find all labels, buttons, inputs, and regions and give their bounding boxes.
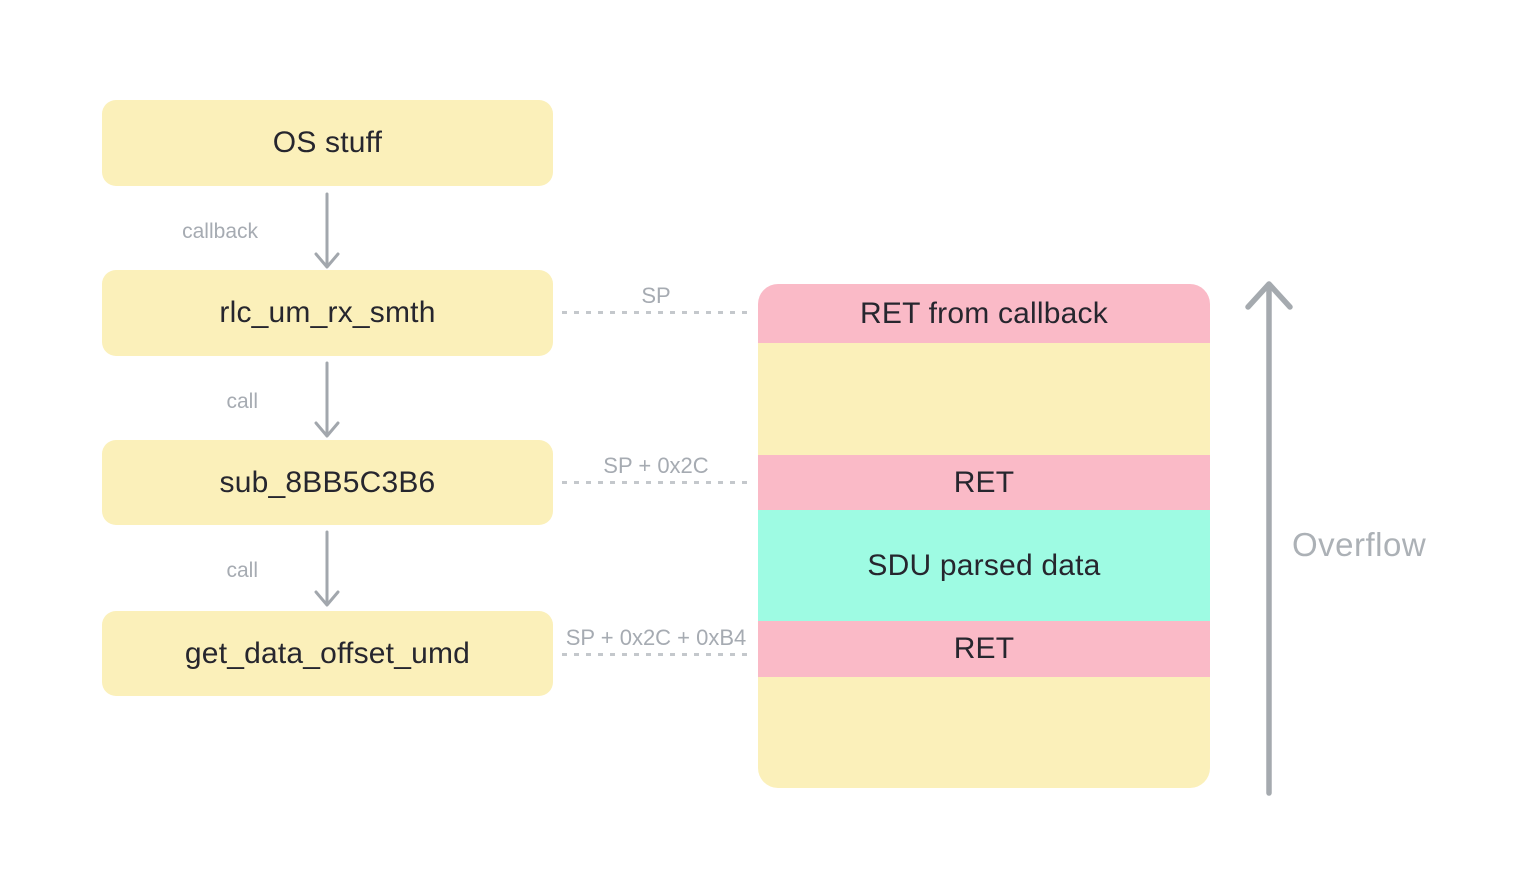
- stack-row-ret-from-callback: RET from callback: [758, 284, 1210, 343]
- stack-row-frame: [758, 677, 1210, 788]
- flow-box-get-data-offset-umd: get_data_offset_umd: [102, 611, 553, 696]
- flow-box-label: get_data_offset_umd: [184, 636, 471, 670]
- edge-label-callback: callback: [182, 220, 258, 243]
- edge-label-call-1: call: [226, 390, 258, 413]
- edge-label-call-2: call: [226, 559, 258, 582]
- sp-marker-label: SP: [641, 283, 671, 308]
- flow-box-rlc-um-rx-smth: rlc_um_rx_smth: [102, 270, 553, 356]
- stack-row-frame: [758, 343, 1210, 455]
- sp-marker-label: SP + 0x2C: [603, 453, 709, 478]
- arrow-up-icon: [1245, 281, 1293, 796]
- sp-marker: SP + 0x2C + 0xB4: [562, 625, 750, 656]
- flow-box-os-stuff: OS stuff: [102, 100, 553, 186]
- stack-row-ret: RET: [758, 621, 1210, 677]
- stack-row-sdu-parsed-data: SDU parsed data: [758, 510, 1210, 621]
- flow-box-label: OS stuff: [272, 126, 383, 159]
- arrow-down-icon: [314, 192, 340, 269]
- sp-marker: SP + 0x2C: [562, 453, 750, 484]
- dashed-connector: [562, 481, 750, 484]
- stack-memory-column: RET from callback RET SDU parsed data RE…: [758, 284, 1210, 788]
- arrow-down-icon: [314, 361, 340, 438]
- overflow-label: Overflow: [1292, 526, 1427, 563]
- dashed-connector: [562, 311, 750, 314]
- flow-box-sub-8bb5c3b6: sub_8BB5C3B6: [102, 440, 553, 525]
- arrow-down-icon: [314, 530, 340, 607]
- dashed-connector: [562, 653, 750, 656]
- sp-marker: SP: [562, 283, 750, 314]
- flow-box-label: sub_8BB5C3B6: [219, 465, 436, 499]
- sp-marker-label: SP + 0x2C + 0xB4: [565, 625, 747, 650]
- stack-row-ret: RET: [758, 455, 1210, 510]
- flow-box-label: rlc_um_rx_smth: [219, 296, 436, 329]
